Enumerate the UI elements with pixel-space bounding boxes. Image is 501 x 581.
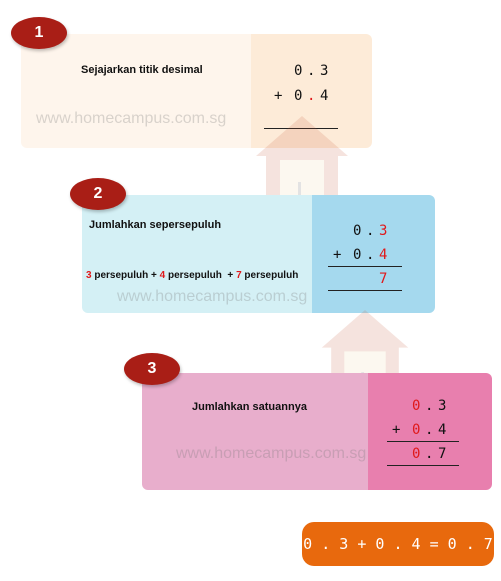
step3-card-right (368, 373, 492, 490)
step2-badge: 2 (70, 178, 126, 210)
step1-row2-digit2: 4 (320, 88, 329, 104)
step2-line-top (328, 266, 402, 267)
step2-row1-point: . (366, 223, 375, 239)
step1-card-right (251, 34, 372, 148)
step2-row2-digit1: 0 (353, 247, 362, 263)
step1-row1-digit2: 3 (320, 63, 329, 79)
step2-row2-point: . (366, 247, 375, 263)
step3-row1-digit2: 3 (438, 398, 447, 414)
step3-row2-digit2: 4 (438, 422, 447, 438)
step3-card (142, 373, 492, 490)
step2-card-right (312, 195, 435, 313)
step3-badge: 3 (124, 353, 180, 385)
step2-title: Jumlahkan sepersepuluh (89, 219, 222, 231)
watermark-3: www.homecampus.com.sg (176, 445, 367, 462)
step1-badge: 1 (11, 17, 67, 49)
step2-line-bottom (328, 290, 402, 291)
step1-card-left (21, 34, 251, 148)
step3-row1-point: . (425, 398, 434, 414)
step1-card (21, 34, 372, 148)
step3-result-digit1: 0 (412, 446, 421, 462)
step2-expl-w1: persepuluh + (91, 270, 160, 281)
step2-expl-w3: persepuluh (241, 270, 299, 281)
step1-row1-point: . (307, 63, 316, 79)
step3-row1-digit1: 0 (412, 398, 421, 414)
step3-line-bottom (387, 465, 459, 466)
step2-result-digit: 7 (379, 271, 388, 287)
step2-expl-w2: persepuluh + (165, 270, 237, 281)
step3-card-left (142, 373, 368, 490)
step2-row2-digit2: 4 (379, 247, 388, 263)
step2-card-left (82, 195, 312, 313)
step3-result-point: . (425, 446, 434, 462)
step3-result-digit2: 7 (438, 446, 447, 462)
step3-row2-point: . (425, 422, 434, 438)
step2-row2-plus: + (333, 247, 342, 263)
step3-row2-plus: + (392, 422, 401, 438)
step3-line-top (387, 441, 459, 442)
step2-card (82, 195, 435, 313)
watermark-2: www.homecampus.com.sg (117, 288, 308, 305)
step1-row1-digit1: 0 (294, 63, 303, 79)
step1-sum-line (264, 128, 338, 129)
step3-title: Jumlahkan satuannya (192, 401, 307, 413)
step2-expl-n3: 7 (236, 270, 242, 281)
step1-title: Sejajarkan titik desimal (81, 64, 203, 76)
step1-row2-plus: + (274, 88, 283, 104)
step3-row2-digit1: 0 (412, 422, 421, 438)
answer-box: 0 . 3 + 0 . 4 = 0 . 7 (302, 522, 494, 566)
step2-row1-digit1: 0 (353, 223, 362, 239)
step1-row2-digit1: 0 (294, 88, 303, 104)
step2-expl-n1: 3 (86, 270, 92, 281)
step2-row1-digit2: 3 (379, 223, 388, 239)
step2-explanation: 3 persepuluh + 4 persepuluh + 7 persepul… (86, 270, 298, 281)
step1-row2-point: . (307, 88, 316, 104)
watermark-1: www.homecampus.com.sg (36, 110, 227, 127)
step2-expl-n2: 4 (159, 270, 166, 281)
